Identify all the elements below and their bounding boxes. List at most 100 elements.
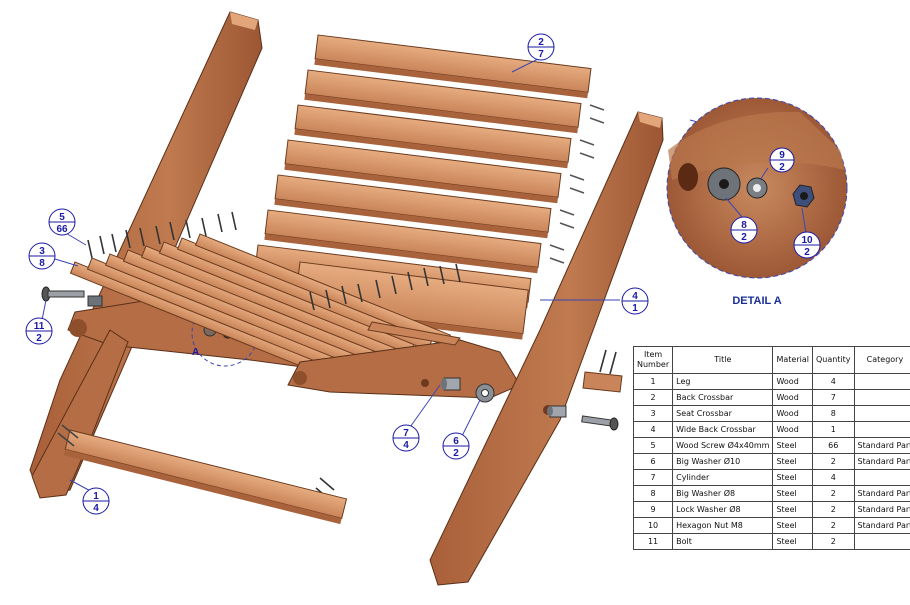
svg-text:6: 6 — [453, 436, 459, 447]
bom-header-category: Category — [853, 346, 910, 374]
bom-cell-category: Standard Part — [853, 453, 910, 470]
svg-text:2: 2 — [453, 448, 459, 459]
balloon-item-2: 27 — [527, 33, 555, 61]
bom-cell-material: Steel — [772, 517, 813, 534]
bom-cell-quantity: 2 — [811, 453, 855, 470]
bom-cell-item-number: 2 — [632, 389, 674, 406]
balloon-item-1: 14 — [82, 487, 110, 515]
bom-header-item-number: Item Number — [632, 346, 674, 374]
bom-cell-category — [853, 389, 910, 406]
svg-text:11: 11 — [34, 321, 45, 332]
leg-front-left — [31, 329, 129, 499]
balloons: 27 566 38 112 41 74 62 14 — [25, 33, 821, 515]
balloon-item-11: 112 — [25, 317, 53, 345]
svg-text:2: 2 — [741, 232, 747, 243]
bom-cell-category: Standard Part — [853, 485, 910, 502]
detail-hex-nut — [792, 184, 815, 208]
bom-cell-material: Wood — [772, 389, 813, 406]
balloon-item-4: 41 — [621, 287, 649, 315]
svg-text:1: 1 — [632, 303, 638, 314]
bom-cell-material: Steel — [772, 485, 813, 502]
bom-cell-item-number: 8 — [632, 485, 674, 502]
svg-text:8: 8 — [741, 220, 747, 231]
bom-cell-material: Wood — [772, 405, 813, 422]
right-crossbar-stub — [582, 371, 623, 393]
bom-cell-material: Steel — [772, 469, 813, 486]
bom-cell-item-number: 4 — [632, 421, 674, 438]
svg-text:10: 10 — [801, 235, 813, 246]
bom-header-quantity: Quantity — [811, 346, 855, 374]
bom-cell-quantity: 4 — [811, 469, 855, 486]
bom-cell-title: Back Crossbar — [672, 389, 774, 406]
svg-text:1: 1 — [93, 491, 99, 502]
bom-cell-title: Seat Crossbar — [672, 405, 774, 422]
bom-cell-quantity: 2 — [811, 501, 855, 518]
bom-header-title: Title — [672, 346, 774, 374]
bom-cell-category: Standard Part — [853, 501, 910, 518]
bom-cell-title: Bolt — [672, 533, 774, 550]
big-washer-d10 — [475, 383, 495, 403]
bom-cell-quantity: 8 — [811, 405, 855, 422]
balloon-item-9: 92 — [769, 147, 795, 173]
seat-crossbars — [69, 233, 451, 375]
bom-cell-quantity: 2 — [811, 517, 855, 534]
bom-cell-title: Leg — [672, 373, 774, 390]
svg-text:3: 3 — [39, 246, 45, 257]
cylinders — [441, 377, 567, 418]
svg-text:4: 4 — [93, 503, 99, 514]
balloon-item-7: 74 — [392, 424, 420, 452]
svg-text:2: 2 — [779, 162, 785, 173]
bom-cell-title: Big Washer Ø8 — [672, 485, 774, 502]
bom-cell-material: Steel — [772, 453, 813, 470]
svg-text:4: 4 — [403, 440, 409, 451]
leg-front-right — [429, 111, 664, 586]
svg-text:5: 5 — [59, 212, 65, 223]
bom-cell-material: Steel — [772, 501, 813, 518]
svg-text:4: 4 — [632, 291, 638, 302]
bom-header-row: Item Number Title Material Quantity Cate… — [632, 346, 910, 374]
bom-cell-item-number: 6 — [632, 453, 674, 470]
bom-cell-category — [853, 373, 910, 390]
svg-text:7: 7 — [538, 49, 544, 60]
bom-cell-title: Hexagon Nut M8 — [672, 517, 774, 534]
bill-of-materials-table: Item Number Title Material Quantity Cate… — [632, 346, 910, 550]
bom-cell-title: Wide Back Crossbar — [672, 421, 774, 438]
bom-cell-material: Wood — [772, 421, 813, 438]
bom-cell-quantity: 2 — [811, 485, 855, 502]
bottom-crossbar — [57, 424, 348, 525]
balloon-item-8: 82 — [730, 216, 758, 244]
bom-cell-quantity: 4 — [811, 373, 855, 390]
bom-cell-category: Standard Part — [853, 437, 910, 454]
svg-text:A: A — [192, 347, 199, 358]
svg-text:8: 8 — [39, 258, 45, 269]
bom-cell-quantity: 66 — [811, 437, 855, 454]
bom-cell-quantity: 2 — [811, 533, 855, 550]
bom-cell-quantity: 7 — [811, 389, 855, 406]
bom-cell-title: Cylinder — [672, 469, 774, 486]
bom-cell-item-number: 7 — [632, 469, 674, 486]
bom-cell-quantity: 1 — [811, 421, 855, 438]
bom-cell-item-number: 5 — [632, 437, 674, 454]
bom-cell-item-number: 1 — [632, 373, 674, 390]
bom-cell-item-number: 3 — [632, 405, 674, 422]
bom-cell-category: Standard Part — [853, 517, 910, 534]
wood-screws — [87, 211, 617, 501]
balloon-item-5: 566 — [48, 208, 76, 236]
bom-cell-category — [853, 421, 910, 438]
bom-cell-material: Steel — [772, 533, 813, 550]
seat-rail-right — [287, 321, 521, 399]
bom-header-material: Material — [772, 346, 813, 374]
svg-text:2: 2 — [804, 247, 810, 258]
balloon-item-10: 102 — [793, 231, 821, 259]
